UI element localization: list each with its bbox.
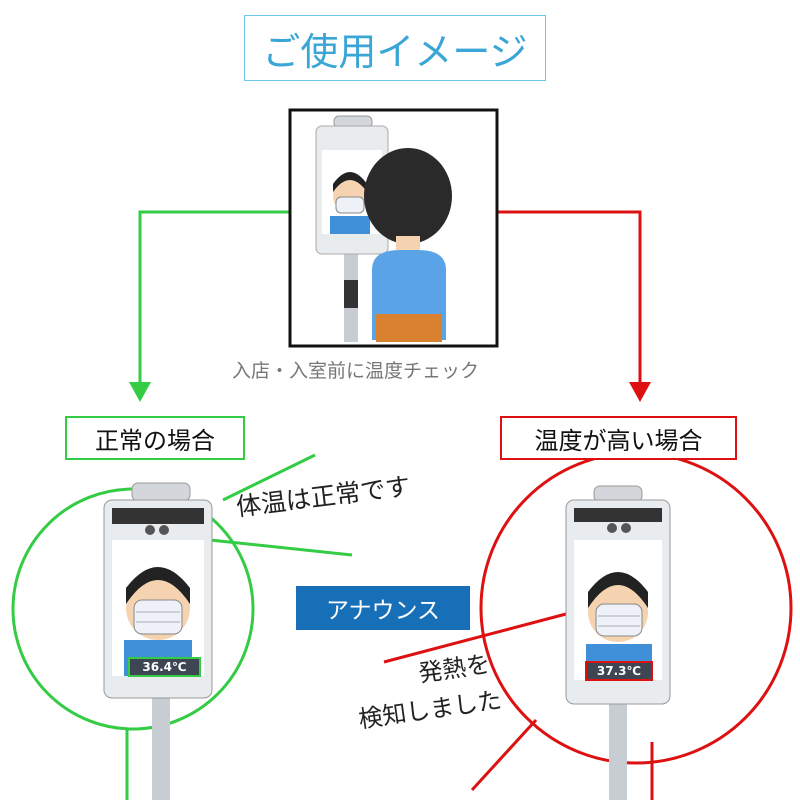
normal-case-label: 正常の場合 bbox=[65, 416, 245, 460]
normal-temperature-readout: 36.4℃ bbox=[128, 657, 201, 677]
page-title: ご使用イメージ bbox=[244, 15, 546, 81]
green-arrowhead bbox=[129, 382, 151, 402]
green-connector bbox=[129, 210, 290, 402]
high-temperature-readout: 37.3℃ bbox=[585, 661, 653, 681]
red-connector bbox=[497, 210, 651, 402]
high-temp-case-label: 温度が高い場合 bbox=[500, 416, 737, 460]
red-arrowhead bbox=[629, 382, 651, 402]
checkin-caption: 入店・入室前に温度チェック bbox=[232, 360, 480, 382]
high-case-illustration bbox=[383, 451, 793, 800]
checkin-illustration bbox=[288, 108, 499, 348]
announce-badge: アナウンス bbox=[296, 586, 470, 630]
